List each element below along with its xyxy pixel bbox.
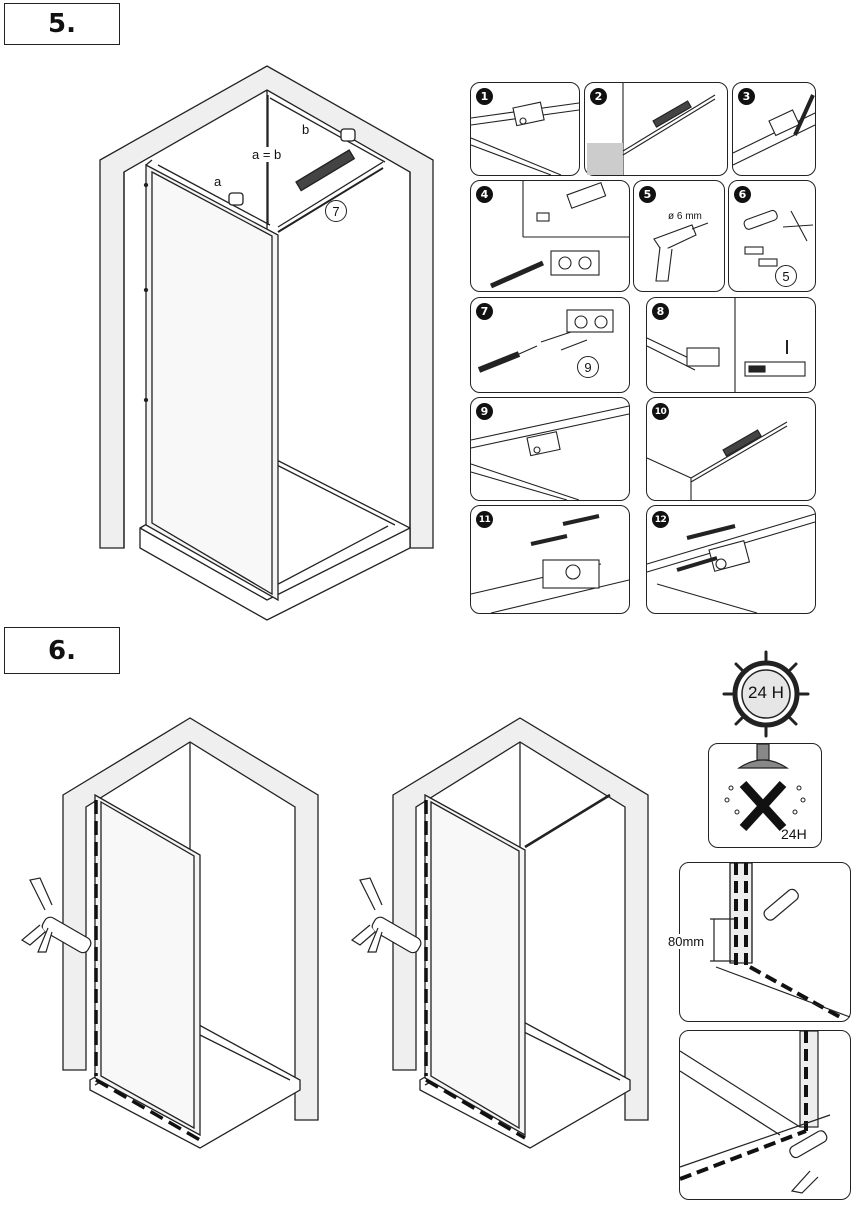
- step-badge-4: 4: [476, 186, 493, 203]
- detail-panel-1: 1: [470, 82, 580, 176]
- detail-panel-6: 6 5: [728, 180, 816, 292]
- step5-enclosure: [99, 65, 434, 621]
- silicone-gun-left: [20, 877, 92, 954]
- step-badge-1: 1: [476, 88, 493, 105]
- step6-middle-enclosure: [392, 717, 649, 1149]
- detail-panel-8: 8: [646, 297, 816, 393]
- step-badge-12: 12: [652, 511, 669, 528]
- cure-clock-icon: [722, 650, 810, 738]
- step-badge-11: 11: [476, 511, 493, 528]
- silicone-height-detail: 80mm: [668, 862, 851, 1022]
- step-5-header: 5.: [4, 3, 120, 45]
- step-badge-6: 6: [734, 186, 751, 203]
- silicone-height-label: 80mm: [668, 934, 705, 949]
- no-water-duration-label: 24H: [781, 826, 807, 842]
- silicone-gun-middle: [350, 877, 422, 954]
- dimension-ab-label: a = b: [252, 147, 282, 162]
- dimension-a-label: a: [214, 174, 222, 189]
- part-5-callout: 5: [775, 265, 797, 287]
- step6-left-enclosure: [62, 717, 319, 1149]
- cure-time-label: 24 H: [748, 683, 784, 702]
- step-badge-7: 7: [476, 303, 493, 320]
- part-7-callout: 7: [325, 200, 347, 222]
- step-6-header: 6.: [4, 627, 120, 674]
- detail-panel-4: 4: [470, 180, 630, 292]
- detail-panel-9: 9: [470, 397, 630, 501]
- step-badge-8: 8: [652, 303, 669, 320]
- step-badge-2: 2: [590, 88, 607, 105]
- part-9-callout: 9: [577, 356, 599, 378]
- detail-panel-7: 7 9: [470, 297, 630, 393]
- dimension-b-label: b: [302, 122, 310, 137]
- detail-panel-12: 12: [646, 505, 816, 614]
- no-shower-panel: 24H: [708, 743, 822, 848]
- silicone-bottom-detail: [679, 1030, 851, 1200]
- detail-panel-5: 5 ø 6 mm: [633, 180, 725, 292]
- step-badge-5: 5: [639, 186, 656, 203]
- detail-panel-3: 3: [732, 82, 816, 176]
- drill-diameter-label: ø 6 mm: [668, 211, 702, 222]
- detail-panel-2: 2: [584, 82, 728, 176]
- step-badge-10: 10: [652, 403, 669, 420]
- detail-panel-11: 11: [470, 505, 630, 614]
- detail-panel-10: 10: [646, 397, 816, 501]
- step-badge-3: 3: [738, 88, 755, 105]
- step-badge-9: 9: [476, 403, 493, 420]
